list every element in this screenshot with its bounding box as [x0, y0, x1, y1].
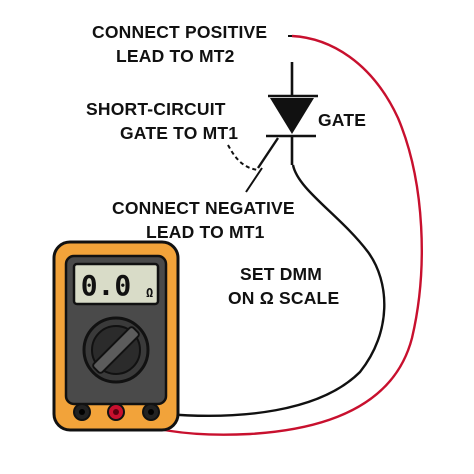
lcd-reading: 0.0 [81, 269, 132, 302]
gate-terminal-line [257, 137, 279, 169]
jack-left-inner [79, 409, 85, 415]
rotary-dial-pointer [92, 326, 140, 374]
short-circuit-label-line1: SHORT-CIRCUIT [86, 99, 226, 119]
dmm-setting-label-line1: SET DMM [240, 264, 322, 284]
positive-lead-label-line2: LEAD TO MT2 [116, 46, 235, 66]
triac-symbol [257, 62, 318, 169]
multimeter: 0.0 Ω [52, 240, 180, 432]
dmm-setting-label-line2: ON Ω SCALE [228, 288, 339, 308]
positive-lead-label-line1: CONNECT POSITIVE [92, 22, 267, 42]
negative-lead-label-line2: LEAD TO MT1 [146, 222, 265, 242]
negative-label-leader [245, 167, 263, 193]
gate-label: GATE [318, 110, 366, 130]
jack-voltage-inner [113, 409, 119, 415]
jack-com-inner [148, 409, 154, 415]
lcd-unit: Ω [146, 286, 153, 300]
lcd-display [72, 262, 160, 306]
positive-lead-wire [117, 34, 423, 436]
short-circuit-link [227, 144, 259, 171]
short-circuit-label-line2: GATE TO MT1 [120, 123, 238, 143]
negative-lead-label-line1: CONNECT NEGATIVE [112, 198, 295, 218]
triac-triangle [270, 98, 314, 134]
